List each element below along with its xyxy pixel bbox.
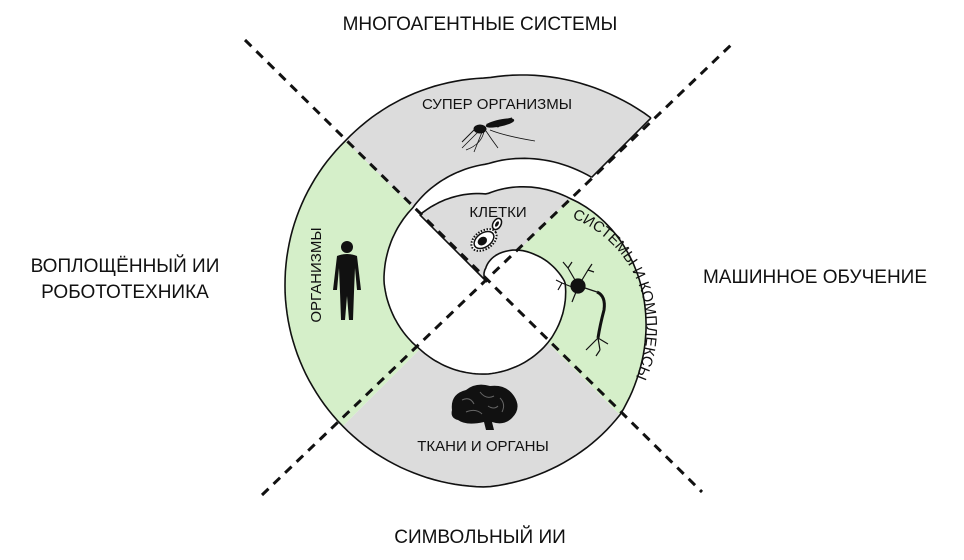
direction-bottom-label: СИМВОЛЬНЫЙ ИИ: [394, 526, 566, 548]
segment-label-tissues: ТКАНИ И ОРГАНЫ: [417, 438, 549, 455]
direction-top-label: МНОГОАГЕНТНЫЕ СИСТЕМЫ: [343, 14, 618, 35]
segment-super-organisms: [345, 75, 651, 208]
segment-systems: [518, 198, 647, 415]
neuron-icon: [555, 261, 609, 357]
mosquito-icon: [461, 117, 536, 153]
bacteria-icon: [470, 217, 503, 252]
diagonal-divider-2: [260, 42, 734, 497]
spiral-outer-edge: [284, 74, 652, 488]
brain-icon: [451, 384, 518, 430]
direction-left-label-2: РОБОТОТЕХНИКА: [41, 282, 209, 303]
diagonal-divider-1: [243, 38, 704, 494]
segment-label-super-organisms: СУПЕР ОРГАНИЗМЫ: [422, 96, 572, 113]
direction-left-label-1: ВОПЛОЩЁННЫЙ ИИ: [31, 255, 220, 277]
segment-label-organisms: ОРГАНИЗМЫ: [308, 227, 325, 322]
segment-label-cells: КЛЕТКИ: [469, 204, 526, 221]
direction-right-label: МАШИННОЕ ОБУЧЕНИЕ: [703, 267, 927, 288]
spiral-inner-edge: [383, 157, 593, 375]
human-figure-icon: [333, 241, 361, 320]
